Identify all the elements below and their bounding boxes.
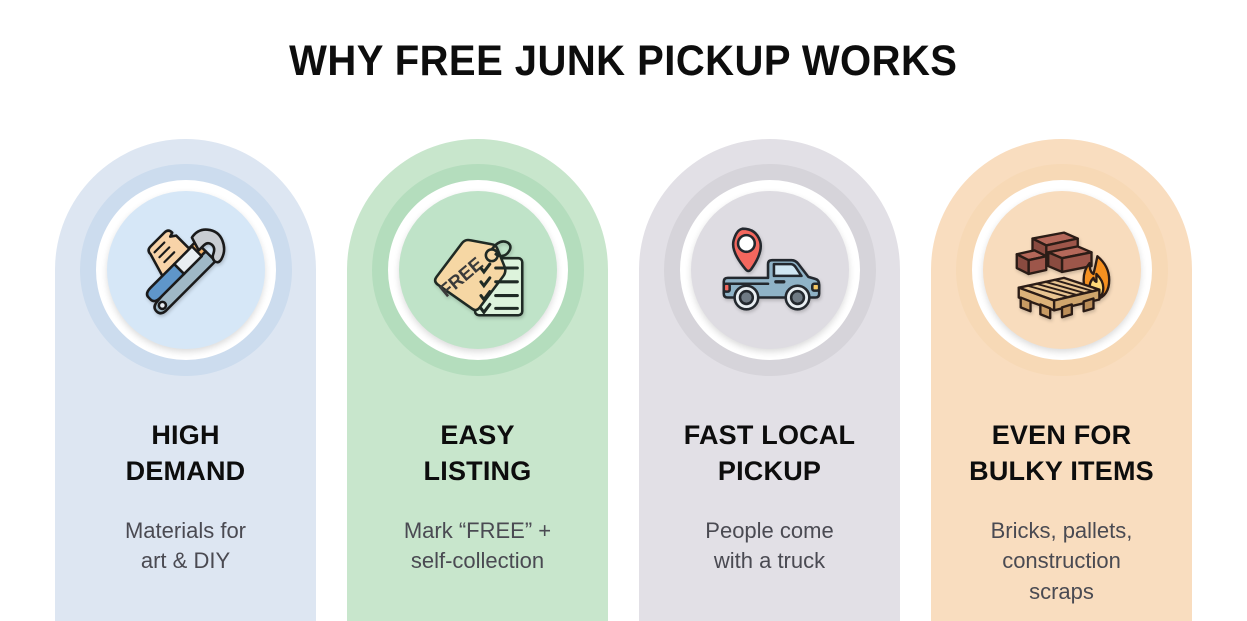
badge-inner-disc xyxy=(982,191,1141,349)
benefit-card-fast-local-pickup[interactable]: FAST LOCAL PICKUP People come with a tru… xyxy=(639,139,900,621)
icon-badge xyxy=(955,164,1168,376)
icon-badge: FREE xyxy=(371,164,584,376)
card-heading: FAST LOCAL PICKUP xyxy=(683,420,856,486)
badge-inner-disc xyxy=(690,191,849,349)
benefit-card-row: HIGH DEMAND Materials for art & DIY xyxy=(55,139,1192,621)
benefit-card-easy-listing[interactable]: FREE EAS xyxy=(347,139,608,621)
card-description: Bricks, pallets, construction scraps xyxy=(990,517,1133,604)
icon-badge xyxy=(79,164,292,376)
card-heading: EVEN FOR BULKY ITEMS xyxy=(969,420,1154,486)
free-tag-checklist-icon: FREE xyxy=(433,238,524,317)
card-description: People come with a truck xyxy=(705,517,834,574)
card-heading: HIGH DEMAND xyxy=(125,420,246,486)
icon-badge xyxy=(663,164,876,376)
page-title: WHY FREE JUNK PICKUP WORKS xyxy=(289,36,958,85)
card-description: Mark “FREE” + self-collection xyxy=(403,517,552,574)
badge-inner-disc xyxy=(106,191,265,349)
bricks-pallet-flame-icon xyxy=(1015,231,1110,320)
card-description: Materials for art & DIY xyxy=(124,517,247,574)
paintbrush-hammer-icon xyxy=(145,228,225,315)
benefit-card-even-for-bulky-items[interactable]: EVEN FOR BULKY ITEMS Bricks, pallets, co… xyxy=(931,139,1192,621)
card-heading: EASY LISTING xyxy=(423,420,532,486)
title-banner: WHY FREE JUNK PICKUP WORKS xyxy=(0,0,1247,122)
badge-inner-disc: FREE xyxy=(398,191,557,349)
map-pin-pickup-truck-icon xyxy=(722,227,820,311)
benefit-card-high-demand[interactable]: HIGH DEMAND Materials for art & DIY xyxy=(55,139,316,621)
